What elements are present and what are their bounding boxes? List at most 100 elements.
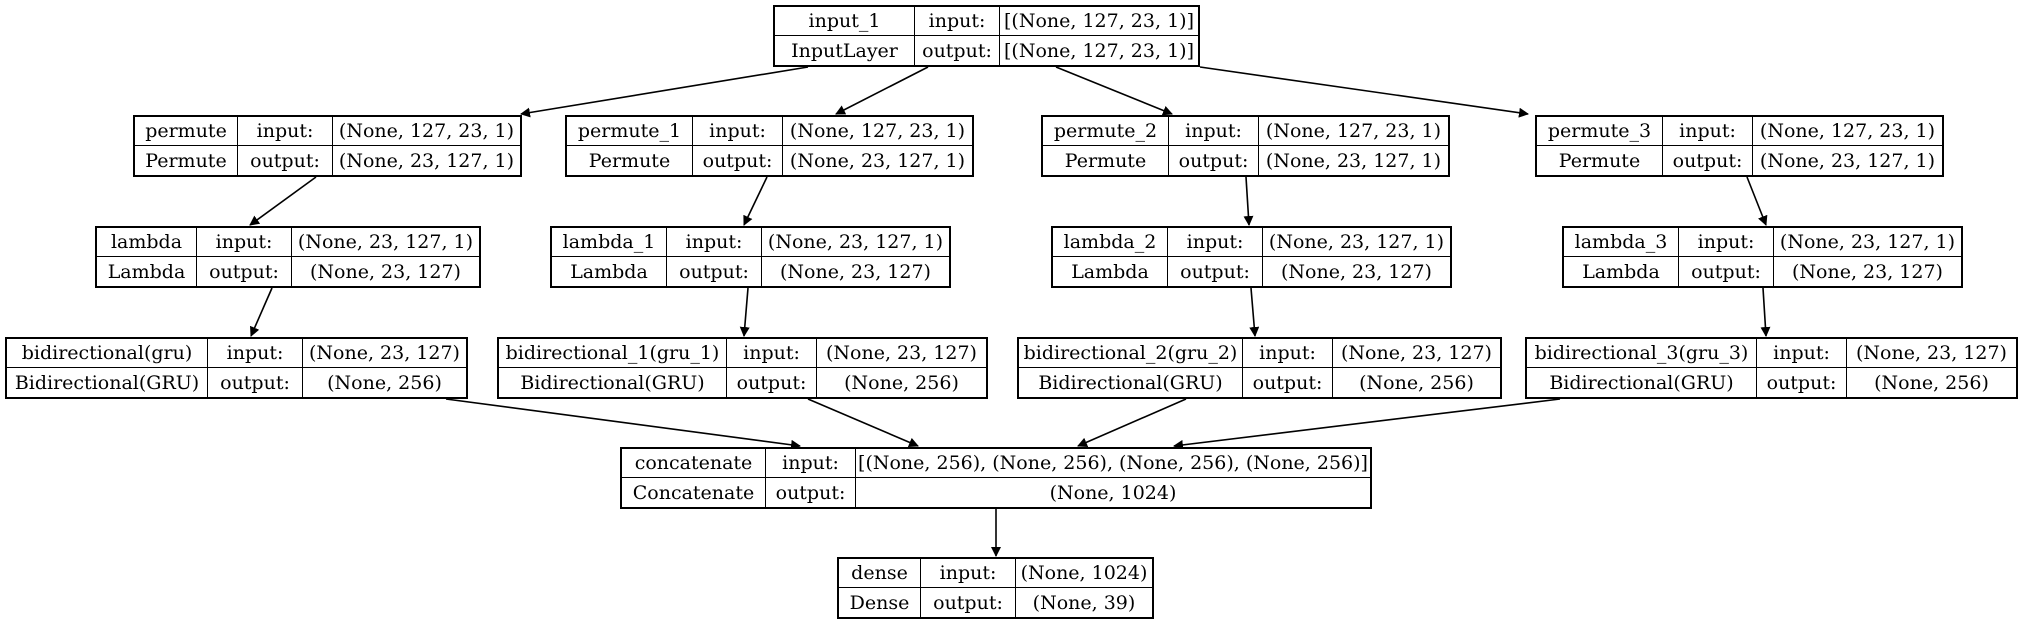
input-shape: (None, 127, 23, 1) [333,117,520,146]
layer-name: lambda_1 [552,228,667,257]
input-label: input: [667,228,762,257]
edge-lambda-1-to-bidirectional-1 [739,287,750,337]
layer-type: Bidirectional(GRU) [7,368,208,397]
layer-node-bidirectional-3: bidirectional_3(gru_3)input:(None, 23, 1… [1525,337,2018,399]
input-label: input: [1169,117,1259,146]
input-shape: (None, 127, 23, 1) [1753,117,1942,146]
edge-permute-to-lambda [249,176,317,226]
layer-type: Bidirectional(GRU) [1019,368,1243,397]
layer-node-bidirectional-2: bidirectional_2(gru_2)input:(None, 23, 1… [1017,337,1502,399]
output-shape: (None, 23, 127) [310,260,461,283]
layer-type: Bidirectional(GRU) [1527,368,1757,397]
layer-name: permute_3 [1537,117,1663,146]
input-label: input: [1757,339,1847,368]
layer-type: Lambda [552,257,667,286]
edge-lambda-2-to-bidirectional-2 [1249,287,1260,337]
output-shape: (None, 256) [844,371,959,394]
output-shape: (None, 256) [327,371,442,394]
layer-type: Lambda [1053,257,1168,286]
layer-name: bidirectional_3(gru_3) [1527,339,1757,368]
output-label: output: [1168,257,1263,286]
output-label: output: [1169,146,1259,175]
edge-permute-3-to-lambda-3 [1746,176,1768,226]
output-shape: [(None, 127, 23, 1)] [1004,39,1194,62]
layer-type: Permute [135,146,238,175]
input-label: input: [1663,117,1753,146]
input-shape: (None, 127, 23, 1) [783,117,972,146]
output-label: output: [208,368,303,397]
output-shape: (None, 39) [1032,591,1136,614]
input-label: input: [921,559,1016,588]
input-shape: (None, 23, 127) [1333,339,1500,368]
layer-node-bidirectional: bidirectional(gru)input:(None, 23, 127)B… [5,337,468,399]
input-label: input: [1679,228,1774,257]
layer-node-bidirectional-1: bidirectional_1(gru_1)input:(None, 23, 1… [497,337,988,399]
input-label: input: [208,339,303,368]
layer-type: Lambda [97,257,197,286]
input-shape: [(None, 127, 23, 1)] [1000,7,1198,36]
layer-name: concatenate [622,449,766,478]
edge-bidirectional-to-concatenate [445,398,801,450]
layer-name: bidirectional_2(gru_2) [1019,339,1243,368]
output-shape: (None, 23, 127) [1792,260,1943,283]
output-label: output: [667,257,762,286]
edge-bidirectional-1-to-concatenate [807,398,919,448]
layer-name: dense [839,559,921,588]
input-label: input: [915,7,1000,36]
output-label: output: [238,146,333,175]
input-label: input: [238,117,333,146]
edge-permute-1-to-lambda-1 [743,176,768,226]
input-shape: (None, 23, 127) [1847,339,2016,368]
input-shape: (None, 1024) [1016,559,1152,588]
layer-name: lambda_2 [1053,228,1168,257]
input-shape: (None, 23, 127, 1) [762,228,949,257]
edge-permute-2-to-lambda-2 [1243,176,1254,226]
output-label: output: [197,257,292,286]
input-label: input: [1243,339,1333,368]
layer-type: Lambda [1564,257,1679,286]
edge-lambda-3-to-bidirectional-3 [1760,287,1771,337]
output-shape: (None, 23, 127) [780,260,931,283]
output-shape: (None, 23, 127, 1) [1265,149,1442,172]
input-label: input: [727,339,817,368]
input-label: input: [1168,228,1263,257]
input-shape: [(None, 256), (None, 256), (None, 256), … [856,449,1370,478]
input-shape: (None, 23, 127) [817,339,986,368]
output-label: output: [915,36,1000,65]
layer-type: Concatenate [622,478,766,507]
output-shape: (None, 23, 127, 1) [789,149,966,172]
input-shape: (None, 23, 127, 1) [1774,228,1961,257]
output-label: output: [693,146,783,175]
output-label: output: [1757,368,1847,397]
layer-name: lambda [97,228,197,257]
layer-name: lambda_3 [1564,228,1679,257]
layer-type: Permute [1043,146,1169,175]
input-label: input: [197,228,292,257]
output-shape: (None, 23, 127, 1) [1759,149,1936,172]
input-shape: (None, 23, 127, 1) [292,228,479,257]
layer-name: bidirectional_1(gru_1) [499,339,727,368]
input-label: input: [766,449,856,478]
layer-type: Permute [567,146,693,175]
layer-name: permute_2 [1043,117,1169,146]
edge-bidirectional-2-to-concatenate [1077,398,1187,447]
input-shape: (None, 127, 23, 1) [1259,117,1448,146]
edge-input-1-to-permute [520,66,809,118]
layer-name: bidirectional(gru) [7,339,208,368]
output-label: output: [1663,146,1753,175]
layer-type: InputLayer [775,36,915,65]
layer-type: Permute [1537,146,1663,175]
